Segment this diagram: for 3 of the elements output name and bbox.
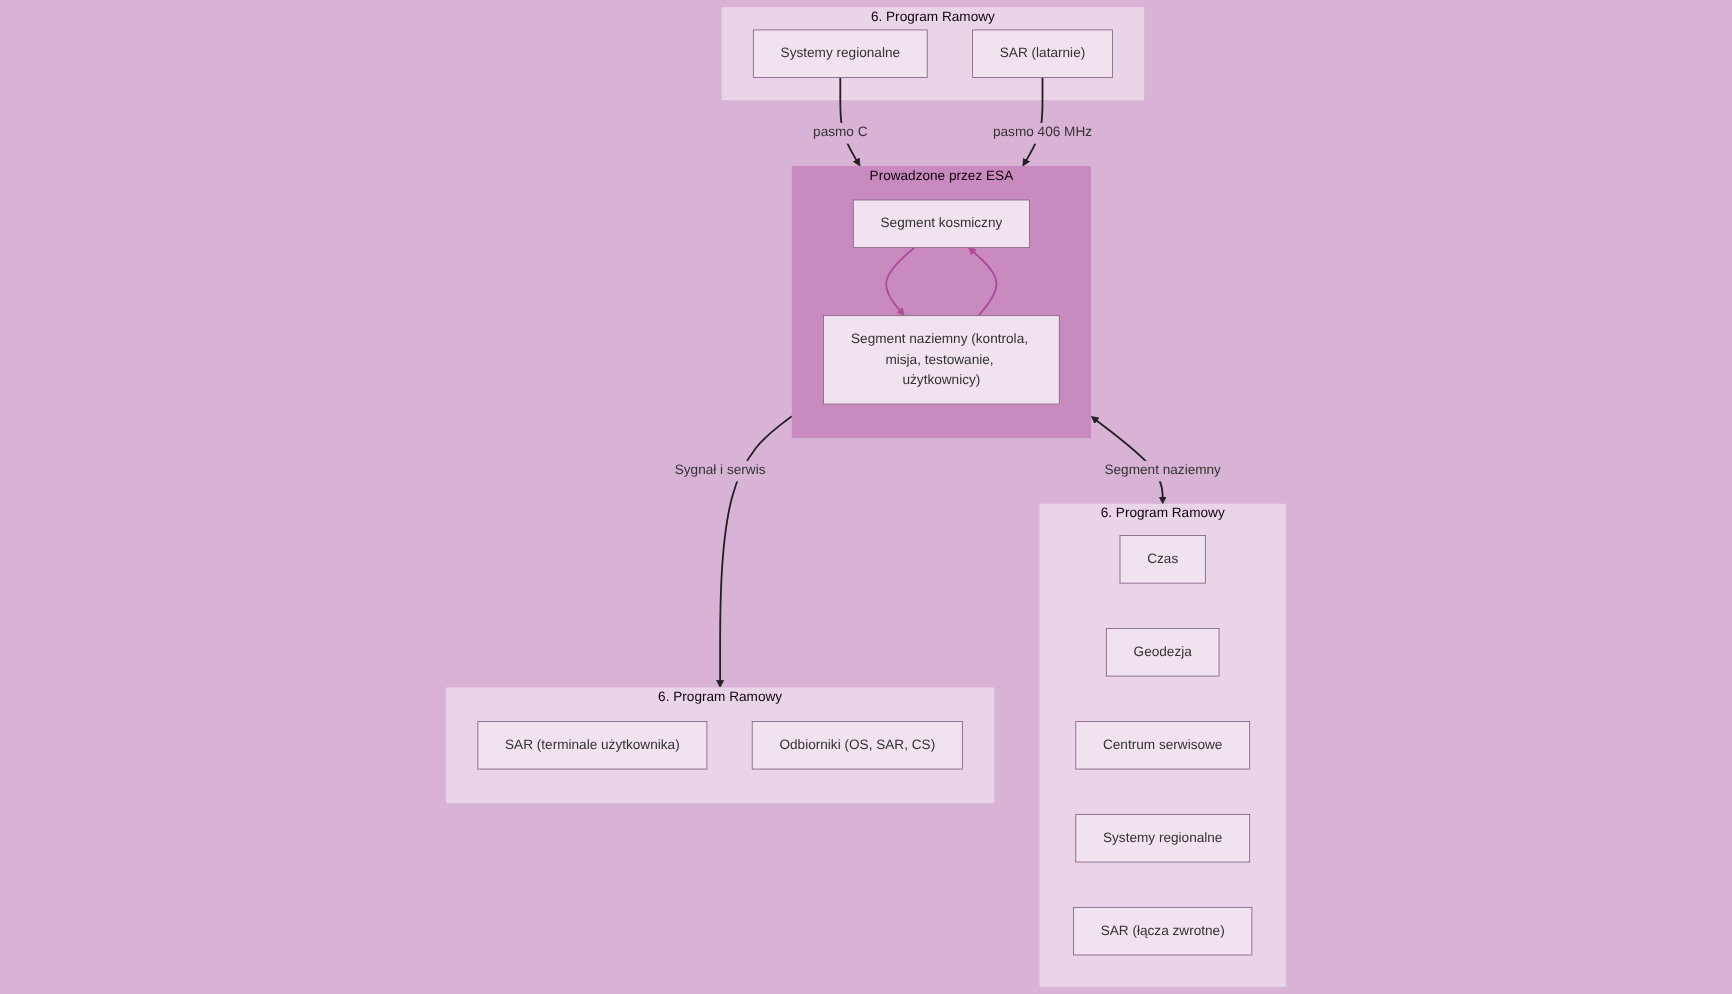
arrow (716, 415, 793, 688)
arrow (968, 247, 998, 317)
arrow (885, 246, 916, 316)
